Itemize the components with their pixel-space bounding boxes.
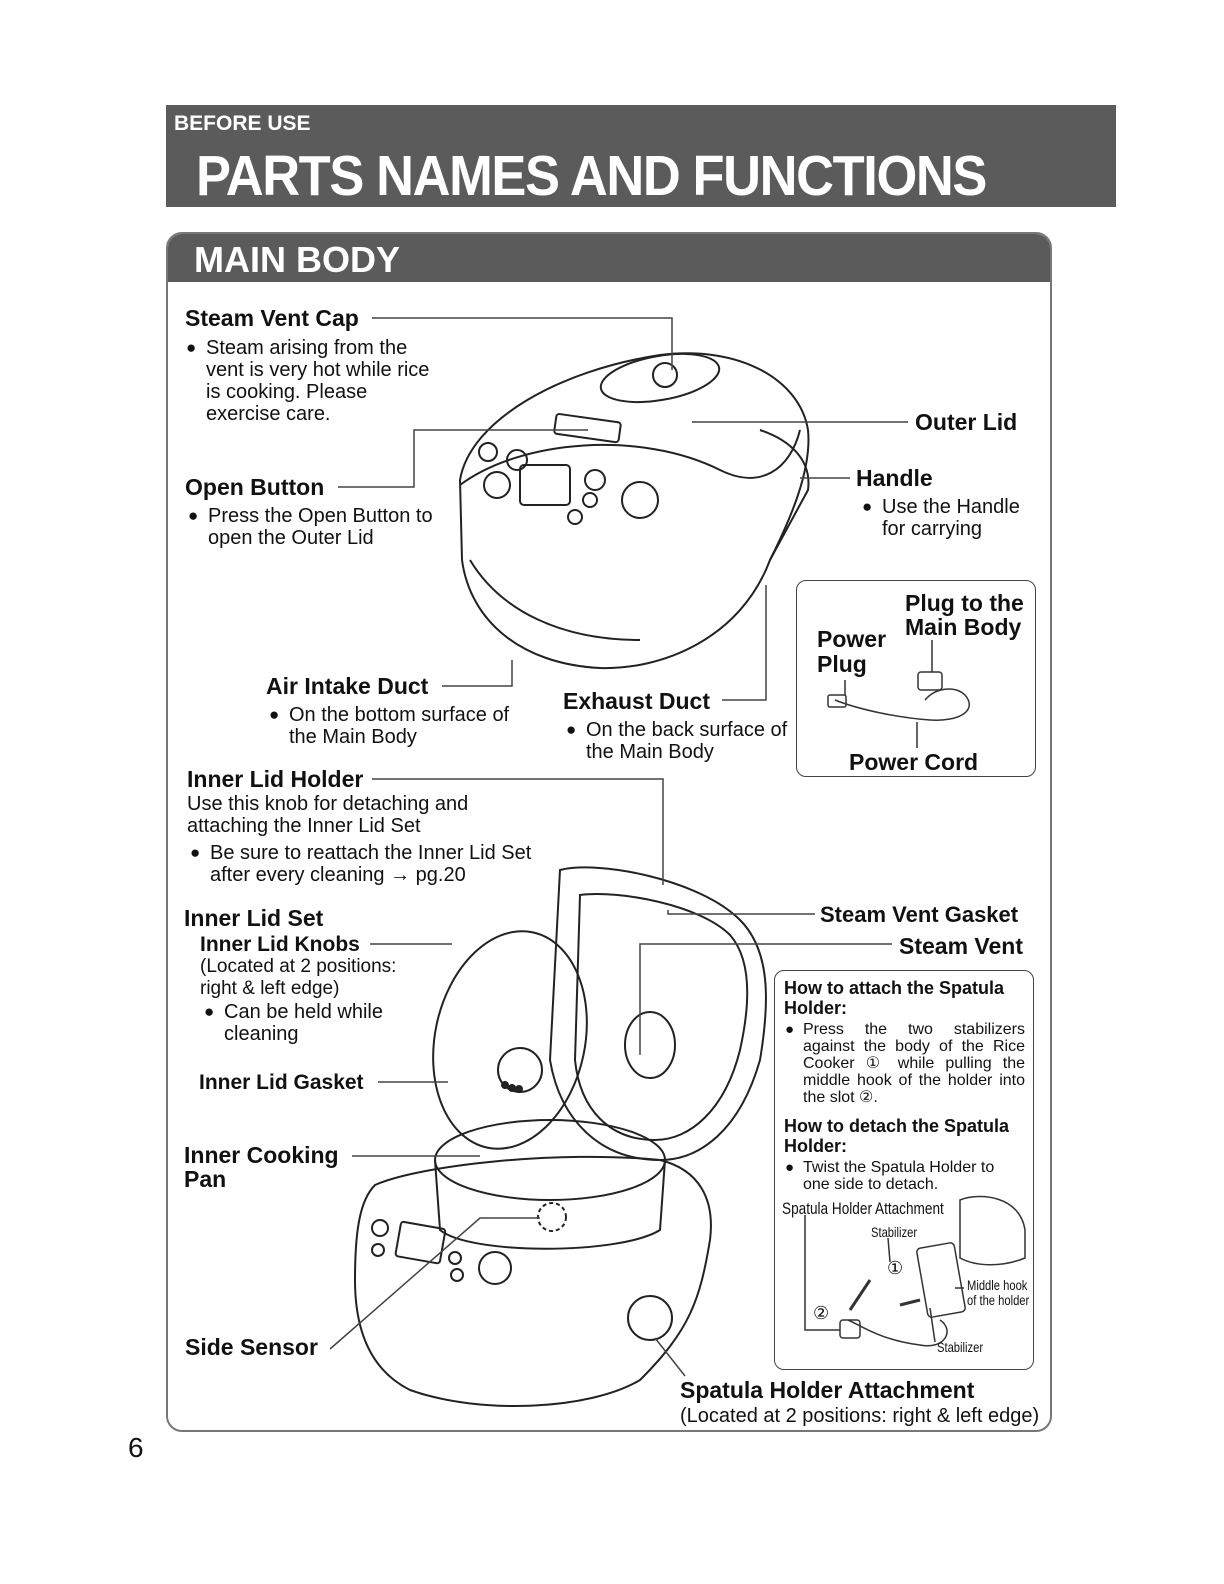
side-sensor-title: Side Sensor [185, 1334, 318, 1360]
open-button-title: Open Button [185, 474, 325, 500]
steam-vent-cap-note: Steam arising from the vent is very hot … [186, 337, 446, 425]
leader-lines [329, 317, 908, 1377]
step-2-marker: ② [813, 1303, 830, 1323]
steam-vent-title: Steam Vent [899, 933, 1023, 959]
spatula-holder-attachment-desc: (Located at 2 positions: right & left ed… [680, 1405, 1040, 1427]
main-body-panel: MAIN BODY [166, 232, 1052, 1432]
inner-lid-knobs-desc: (Located at 2 positions: right & left ed… [200, 956, 397, 999]
diagram-title: Spatula Holder Attachment [782, 1199, 944, 1218]
panel-header [168, 234, 1050, 282]
section-label: BEFORE USE [174, 112, 311, 135]
handle-note: Use the Handle for carrying [862, 496, 1042, 540]
spatula-holder-box: How to attach the Spatula Holder: Press … [774, 970, 1034, 1370]
power-plug-label: Power Plug [817, 626, 887, 677]
detach-title: How to detach the Spatula Holder: [784, 1116, 1010, 1156]
outer-lid-title: Outer Lid [915, 409, 1018, 435]
inner-lid-holder-note: Be sure to reattach the Inner Lid Set af… [190, 842, 550, 886]
inner-lid-holder-desc: Use this knob for detaching and attachin… [187, 793, 469, 837]
open-cooker-drawing [353, 866, 767, 1408]
attach-title: How to attach the Spatula Holder: [784, 978, 1005, 1018]
panel-title: MAIN BODY [194, 239, 400, 280]
spatula-holder-attachment-title: Spatula Holder Attachment [680, 1377, 975, 1403]
middle-hook-label: Middle hook of the holder [967, 1277, 1030, 1308]
air-intake-duct-note: On the bottom surface of the Main Body [269, 704, 529, 748]
steam-vent-gasket-title: Steam Vent Gasket [820, 902, 1019, 927]
page-number: 6 [128, 1432, 144, 1463]
inner-lid-knobs-note: Can be held while cleaning [204, 1001, 384, 1045]
air-intake-duct-title: Air Intake Duct [266, 673, 429, 699]
inner-lid-gasket-title: Inner Lid Gasket [199, 1071, 364, 1094]
stabilizer-top-label: Stabilizer [871, 1224, 918, 1240]
exhaust-duct-note: On the back surface of the Main Body [566, 719, 796, 763]
stabilizer-bottom-label: Stabilizer [937, 1339, 984, 1355]
step-1-marker: ① [887, 1258, 904, 1278]
handle-title: Handle [856, 465, 933, 491]
inner-lid-set-title: Inner Lid Set [184, 905, 324, 931]
spatula-holder-drawing [804, 1195, 1026, 1347]
inner-lid-holder-title: Inner Lid Holder [187, 766, 364, 792]
power-cord-drawing [827, 640, 971, 748]
power-cord-label: Power Cord [849, 749, 979, 775]
steam-vent-cap-title: Steam Vent Cap [185, 305, 359, 331]
plug-to-main-body-label: Plug to the Main Body [905, 590, 1024, 640]
page-title: PARTS NAMES AND FUNCTIONS [196, 144, 987, 208]
attach-note: Press the two stabilizers against the bo… [785, 1021, 1025, 1106]
power-cord-box: Plug to the Main Body Power Plug Power C… [796, 580, 1036, 777]
inner-cooking-pan-title: Inner Cooking Pan [184, 1142, 339, 1192]
open-button-note: Press the Open Button to open the Outer … [188, 505, 448, 549]
closed-cooker-drawing [458, 352, 810, 670]
inner-lid-knobs-title: Inner Lid Knobs [200, 933, 360, 956]
header-bar [166, 105, 1116, 207]
exhaust-duct-title: Exhaust Duct [563, 688, 710, 714]
detach-note: Twist the Spatula Holder to one side to … [785, 1159, 1018, 1193]
